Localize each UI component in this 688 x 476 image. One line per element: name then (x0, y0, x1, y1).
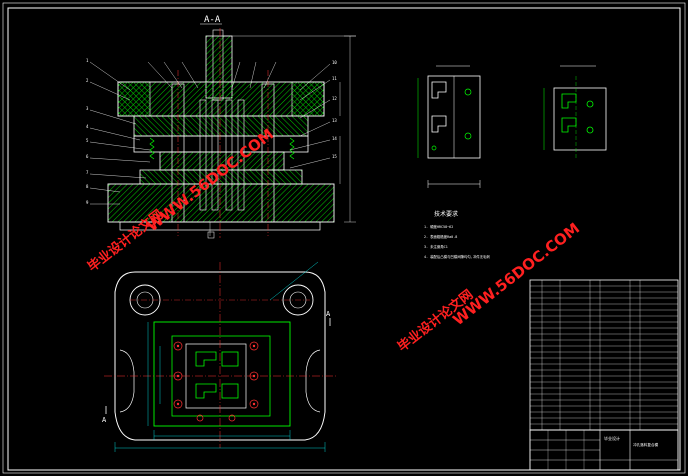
title-block-school: 毕业设计 (604, 435, 620, 441)
svg-text:2: 2 (86, 78, 89, 83)
svg-text:11: 11 (332, 76, 337, 81)
tech-requirements-title: 技术要求 (434, 210, 458, 218)
detail-view-1 (417, 65, 481, 188)
watermarks: WWW.56DOC.COM 毕业设计论文网 WWW.56DOC.COM 毕业设计… (85, 125, 583, 355)
tech-requirements: 技术要求 1. 硬度HRC58~62 2. 表面粗糙度Ra0.8 3. 未注倒角… (424, 210, 490, 259)
tech-req-line: 3. 未注倒角C1 (424, 244, 448, 249)
title-block-drawing-name: 冲孔落料复合模 (633, 442, 659, 447)
svg-text:6: 6 (86, 154, 89, 159)
tech-req-line: 2. 表面粗糙度Ra0.8 (424, 234, 457, 239)
svg-text:7: 7 (86, 170, 89, 175)
view-marker-right: A (326, 310, 331, 318)
tech-req-line: 1. 硬度HRC58~62 (424, 224, 453, 229)
svg-text:14: 14 (332, 136, 337, 141)
svg-text:12: 12 (332, 96, 337, 101)
svg-text:8: 8 (86, 184, 89, 189)
parts-list (529, 279, 679, 431)
svg-text:1: 1 (86, 58, 89, 63)
svg-text:10: 10 (332, 60, 337, 65)
section-view: A-A (86, 15, 356, 239)
svg-text:15: 15 (332, 154, 337, 159)
view-marker-left: A (102, 416, 107, 424)
svg-text:13: 13 (332, 118, 337, 123)
svg-text:5: 5 (86, 138, 89, 143)
watermark-site-lower: WWW.56DOC.COM (449, 219, 583, 329)
title-block: 毕业设计 冲孔落料复合模 (529, 429, 679, 471)
plan-view: A A (102, 261, 338, 452)
svg-text:3: 3 (86, 106, 89, 111)
svg-text:4: 4 (86, 124, 89, 129)
section-label: A-A (204, 15, 221, 25)
detail-view-2 (543, 65, 607, 158)
svg-text:9: 9 (86, 200, 89, 205)
tech-req-line: 4. 装配后凸模与凹模间隙均匀,冲件无毛刺 (424, 254, 490, 259)
